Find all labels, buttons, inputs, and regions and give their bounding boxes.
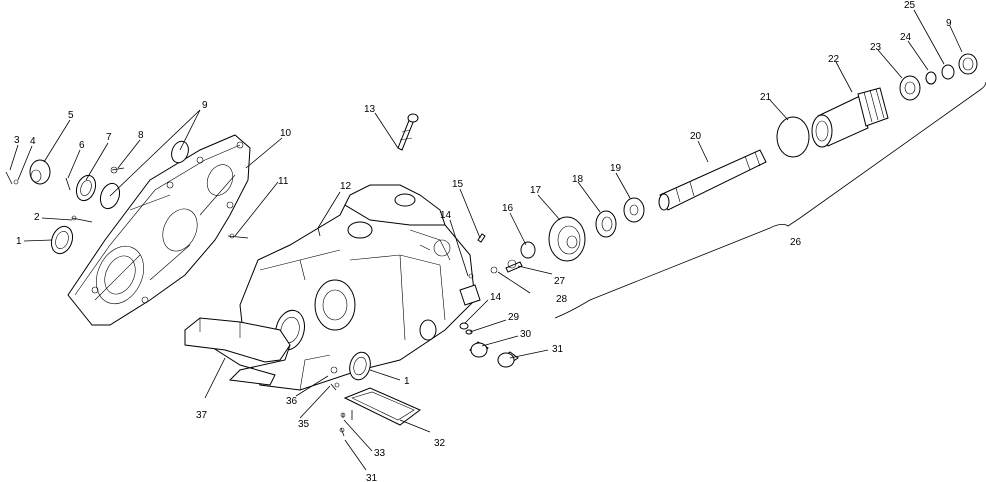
callout-6: 6	[79, 140, 85, 151]
bottom-small-parts	[330, 366, 353, 437]
callout-2: 2	[34, 212, 40, 223]
callout-17: 17	[530, 185, 542, 196]
callout-23: 23	[870, 42, 882, 53]
callout-14-bottom: 14	[490, 292, 502, 303]
callout-28: 28	[556, 294, 568, 305]
callout-11: 11	[278, 176, 289, 187]
callout-21: 21	[760, 92, 772, 103]
shift-pins	[490, 259, 523, 274]
callout-37: 37	[196, 410, 208, 421]
callout-12: 12	[340, 181, 352, 192]
callout-9-right: 9	[946, 18, 952, 29]
callout-30: 30	[520, 329, 532, 340]
side-cover-plate	[67, 134, 251, 326]
group-bracket-26	[554, 81, 986, 319]
callout-9-left: 9	[202, 100, 208, 111]
main-transmission-case	[239, 184, 481, 391]
callout-10: 10	[280, 128, 292, 139]
callout-31-bottom: 31	[366, 473, 378, 482]
callout-4: 4	[30, 136, 36, 147]
callout-33: 33	[374, 448, 386, 459]
callout-32: 32	[434, 438, 446, 449]
callout-labels: 3 4 5 6 7 8 9 10 11 2 1 13 12 15 14 14 1…	[14, 0, 952, 482]
callout-3: 3	[14, 135, 20, 146]
callout-29: 29	[508, 312, 520, 323]
callout-7: 7	[106, 132, 112, 143]
callout-8: 8	[138, 130, 144, 141]
callout-13: 13	[364, 104, 376, 115]
callout-1-bottom: 1	[404, 376, 410, 387]
output-shaft-assembly	[520, 53, 978, 262]
callout-14-top: 14	[440, 210, 452, 221]
callout-36: 36	[286, 396, 298, 407]
callout-19: 19	[610, 163, 622, 174]
callout-15: 15	[452, 179, 464, 190]
callout-31-right: 31	[552, 344, 564, 355]
callout-18: 18	[572, 174, 584, 185]
callout-24: 24	[900, 32, 912, 43]
lower-seal	[349, 351, 371, 381]
callout-1-left: 1	[16, 236, 22, 247]
top-fasteners	[317, 113, 486, 279]
drain-plug-parts	[459, 322, 519, 368]
cover-plate-32	[343, 387, 421, 426]
callout-20: 20	[690, 131, 702, 142]
callout-27: 27	[554, 276, 566, 287]
bottom-bracket	[184, 317, 291, 386]
callout-22: 22	[828, 54, 840, 65]
callout-16: 16	[502, 203, 514, 214]
callout-35: 35	[298, 419, 310, 430]
callout-26: 26	[790, 237, 802, 248]
callout-25: 25	[904, 0, 916, 11]
leader-lines	[9, 9, 963, 471]
callout-5: 5	[68, 110, 74, 121]
